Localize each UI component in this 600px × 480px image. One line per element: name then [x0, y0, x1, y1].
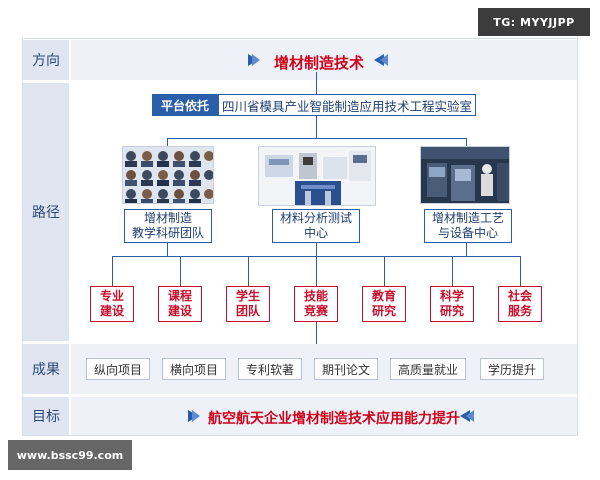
result-box-degree: 学历提升 [480, 358, 544, 380]
right-arrow-icon [252, 54, 260, 66]
connector-line [384, 256, 385, 286]
connector-line [167, 138, 467, 139]
team-photo [122, 146, 214, 204]
activity-box-social-service: 社会 服务 [498, 286, 542, 322]
center-line1: 材料分析测试 [279, 211, 352, 225]
center-line2: 中心 [303, 226, 328, 240]
center-line1: 增材制造 [143, 211, 192, 225]
connector-line [316, 243, 317, 256]
activity-line2: 建设 [167, 304, 192, 318]
activity-line1: 专业 [99, 289, 124, 303]
instrument-photo [258, 146, 376, 206]
activity-line1: 科学 [439, 289, 464, 303]
diagram-frame [22, 38, 578, 436]
activity-line2: 研究 [439, 304, 464, 318]
center-box-material-analysis: 材料分析测试 中心 [272, 209, 360, 243]
activity-line2: 团队 [235, 304, 260, 318]
left-arrow-icon [460, 410, 470, 422]
activity-line2: 服务 [507, 304, 532, 318]
left-arrow-icon [380, 54, 388, 66]
connector-line [112, 256, 113, 286]
connector-line [466, 243, 467, 256]
center-line2: 与设备中心 [437, 226, 498, 240]
result-box-employment: 高质量就业 [390, 358, 466, 380]
activity-box-skill-contest: 技能 竞赛 [294, 286, 338, 322]
connector-line [316, 322, 317, 350]
platform-tag: 平台依托 [152, 94, 218, 116]
equipment-photo [420, 146, 510, 204]
center-line1: 增材制造工艺 [431, 211, 504, 225]
left-arrow-icon [466, 410, 474, 422]
row-label-goal: 目标 [23, 397, 69, 435]
activity-line1: 教育 [371, 289, 396, 303]
activity-line1: 学生 [235, 289, 260, 303]
activity-line1: 社会 [507, 289, 532, 303]
right-arrow-icon [192, 410, 200, 422]
activity-box-education-research: 教育 研究 [362, 286, 406, 322]
connector-line [248, 256, 249, 286]
left-arrow-icon [374, 54, 384, 66]
activity-line1: 技能 [303, 289, 328, 303]
result-box-journal: 期刊论文 [314, 358, 378, 380]
center-line2: 教学科研团队 [131, 226, 204, 240]
row-label-path: 路径 [23, 83, 69, 341]
activity-line2: 竞赛 [303, 304, 328, 318]
connector-line [180, 256, 181, 286]
result-box-horizontal-project: 横向项目 [162, 358, 226, 380]
activity-box-science-research: 科学 研究 [430, 286, 474, 322]
goal-title: 航空航天企业增材制造技术应用能力提升 [208, 411, 460, 427]
activity-box-student-team: 学生 团队 [226, 286, 270, 322]
result-box-vertical-project: 纵向项目 [86, 358, 150, 380]
activity-line1: 课程 [167, 289, 192, 303]
connector-line [520, 256, 521, 286]
direction-title: 增材制造技术 [273, 54, 364, 72]
connector-line [167, 138, 168, 146]
connector-line [316, 116, 317, 138]
connector-line [452, 256, 453, 286]
connector-line [167, 243, 168, 256]
activity-line2: 研究 [371, 304, 396, 318]
watermark-top: TG: MYYJJPP [478, 8, 590, 36]
center-box-process-equipment: 增材制造工艺 与设备中心 [424, 209, 512, 243]
watermark-bottom: www.bssc99.com [8, 440, 132, 470]
row-label-direction: 方向 [23, 40, 69, 80]
row-label-results: 成果 [23, 344, 69, 394]
result-box-patent: 专利软著 [238, 358, 302, 380]
direction-band [71, 40, 577, 80]
goal-band [71, 397, 577, 435]
activity-box-major: 专业 建设 [90, 286, 134, 322]
platform-name: 四川省模具产业智能制造应用技术工程实验室 [218, 94, 476, 116]
connector-line [316, 72, 317, 94]
center-box-teaching-team: 增材制造 教学科研团队 [124, 209, 212, 243]
connector-line [316, 256, 317, 286]
activity-box-course: 课程 建设 [158, 286, 202, 322]
activity-line2: 建设 [99, 304, 124, 318]
connector-line [466, 138, 467, 146]
